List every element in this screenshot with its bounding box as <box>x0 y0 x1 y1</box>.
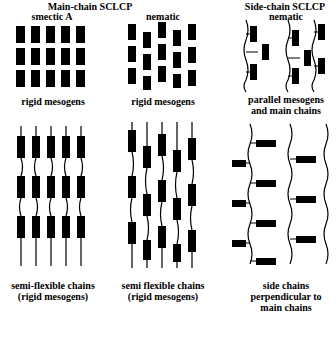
phase-label: smectic A <box>7 11 97 22</box>
phase-label: nematic <box>241 11 331 22</box>
caption-label: semi flexible chains (rigid mesogens) <box>113 280 213 302</box>
caption-label: semi-flexible chains (rigid mesogens) <box>3 280 103 302</box>
caption-label: rigid mesogens <box>3 96 103 107</box>
caption-label: side chains perpendicular to main chains <box>241 280 331 313</box>
group-heading: Side-chain SCLCP <box>237 1 333 12</box>
caption-label: rigid mesogens <box>113 96 213 107</box>
phase-label: nematic <box>118 11 208 22</box>
caption-label: parallel mesogens and main chains <box>241 94 331 116</box>
group-heading: Main-chain SCLCP <box>20 1 160 12</box>
